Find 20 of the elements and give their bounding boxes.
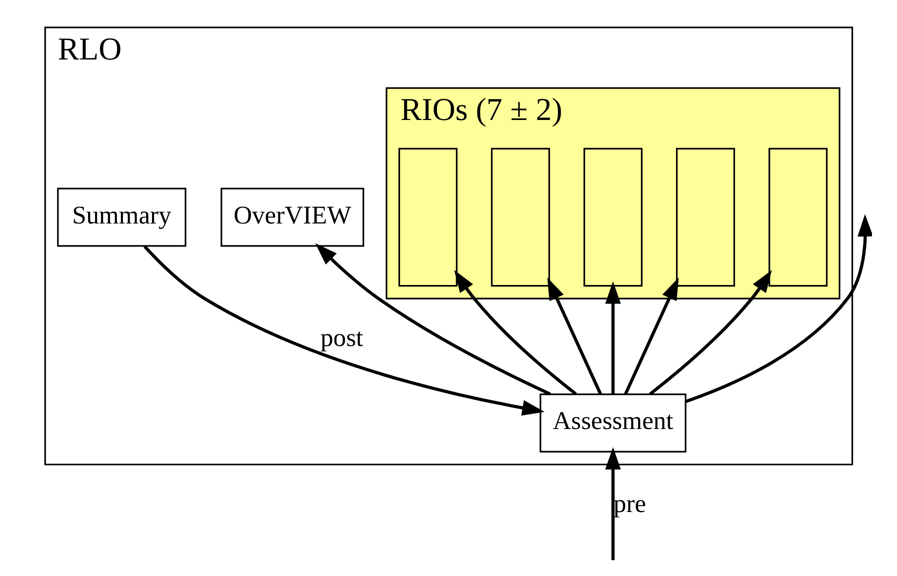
node-box: OverVIEW — [220, 188, 364, 247]
arrow — [648, 270, 772, 396]
arrow — [604, 447, 620, 560]
arrow — [546, 277, 602, 395]
arrow — [684, 214, 872, 403]
node-box — [583, 148, 642, 287]
arrow — [604, 281, 620, 394]
node-box — [768, 148, 828, 287]
arrow — [143, 245, 544, 416]
node-box — [398, 148, 457, 287]
cluster: RIOs (7 ± 2) — [385, 87, 840, 300]
arrow — [624, 277, 678, 395]
node-box: Assessment — [539, 394, 686, 453]
arrow — [454, 270, 576, 396]
edge-label: pre — [612, 489, 646, 518]
node-box: Summary — [56, 188, 186, 247]
node-box — [676, 148, 735, 287]
arrow — [314, 243, 550, 396]
edge-label: post — [320, 323, 363, 352]
node-box — [490, 148, 550, 287]
